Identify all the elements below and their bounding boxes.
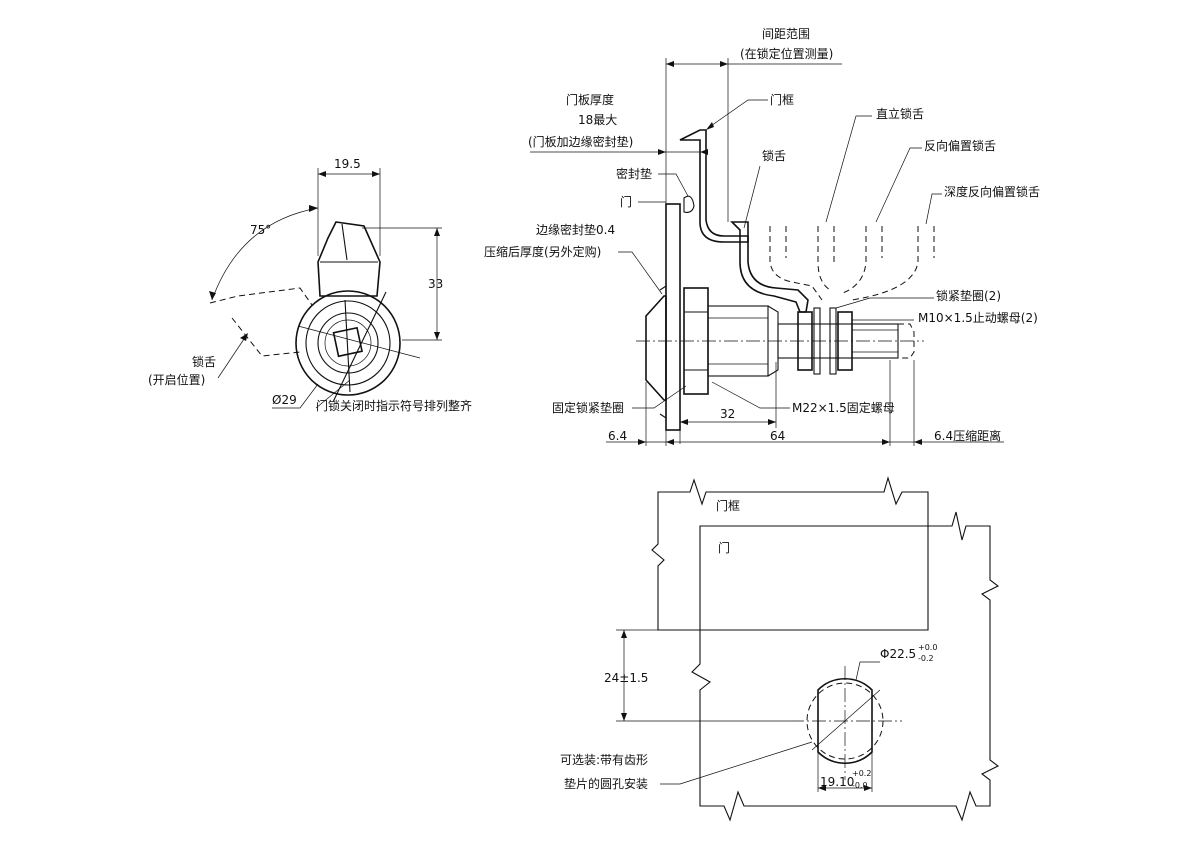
fixed-washer-label: 固定锁紧垫圈 bbox=[552, 400, 624, 415]
width-dim-label: 19.5 bbox=[334, 157, 361, 171]
side-view: 间距范围 (在锁定位置测量) 门板厚度 18最大 (门板加边缘密封垫) 门框 密… bbox=[484, 27, 1040, 446]
panel-thickness-max: 18最大 bbox=[578, 113, 617, 127]
range-label: 间距范围 bbox=[762, 27, 810, 41]
edge-seal-line1: 边缘密封垫0.4 bbox=[536, 222, 615, 237]
tongue-open-label: 锁舌 bbox=[192, 354, 216, 369]
height-dim-label: 33 bbox=[428, 277, 443, 291]
dim-6-4-right-label: 6.4压缩距离 bbox=[934, 428, 1001, 443]
panel-thickness-sub: (门板加边缘密封垫) bbox=[528, 134, 633, 149]
diameter-dim-label: Ø29 bbox=[272, 393, 297, 407]
hole-tol-upper: +0.0 bbox=[918, 643, 937, 652]
tongue-open-sub: (开启位置) bbox=[148, 372, 205, 387]
dim-6-4-left-label: 6.4 bbox=[608, 429, 627, 443]
cutout-door-label: 门 bbox=[718, 540, 730, 555]
hole-dim-label: Φ22.5 bbox=[880, 647, 916, 661]
seal-label: 密封垫 bbox=[616, 166, 652, 181]
door-label: 门 bbox=[620, 194, 632, 209]
deep-reverse-offset-label: 深度反向偏置锁舌 bbox=[944, 184, 1040, 199]
straight-tongue-label: 直立锁舌 bbox=[876, 106, 924, 121]
panel-thickness-label: 门板厚度 bbox=[566, 92, 614, 107]
stop-nut-label: M10×1.5止动螺母(2) bbox=[918, 311, 1038, 325]
flat-dim-label: 19.10 bbox=[820, 775, 854, 789]
range-sub: (在锁定位置测量) bbox=[740, 46, 833, 61]
tongue-label: 锁舌 bbox=[762, 148, 786, 163]
reverse-offset-label: 反向偏置锁舌 bbox=[924, 138, 996, 153]
optional-line1: 可选装:带有齿形 bbox=[560, 753, 648, 767]
dim-64-label: 64 bbox=[770, 429, 785, 443]
hole-tol-lower: -0.2 bbox=[918, 654, 934, 663]
cutout-view: 门框 门 Φ22.5 +0.0 -0.2 19.10 +0.2 -0.0 24±… bbox=[560, 476, 1000, 822]
optional-line2: 垫片的圆孔安装 bbox=[564, 776, 648, 791]
cutout-frame-label: 门框 bbox=[716, 498, 740, 513]
front-view: 75° 19.5 33 锁舌 (开启位置) Ø29 门锁关闭时指示符号排列整齐 bbox=[148, 157, 472, 413]
angle-dim-label: 75° bbox=[250, 223, 271, 237]
offset-dim-label: 24±1.5 bbox=[604, 671, 648, 685]
flat-tol-lower: -0.0 bbox=[852, 781, 868, 790]
frame-label: 门框 bbox=[770, 92, 794, 107]
fixing-nut-label: M22×1.5固定螺母 bbox=[792, 400, 895, 415]
dim-32-label: 32 bbox=[720, 407, 735, 421]
alignment-note: 门锁关闭时指示符号排列整齐 bbox=[316, 398, 472, 413]
lock-washer-label: 锁紧垫圈(2) bbox=[936, 288, 1001, 303]
edge-seal-line2: 压缩后厚度(另外定购) bbox=[484, 244, 601, 259]
flat-tol-upper: +0.2 bbox=[852, 769, 871, 778]
